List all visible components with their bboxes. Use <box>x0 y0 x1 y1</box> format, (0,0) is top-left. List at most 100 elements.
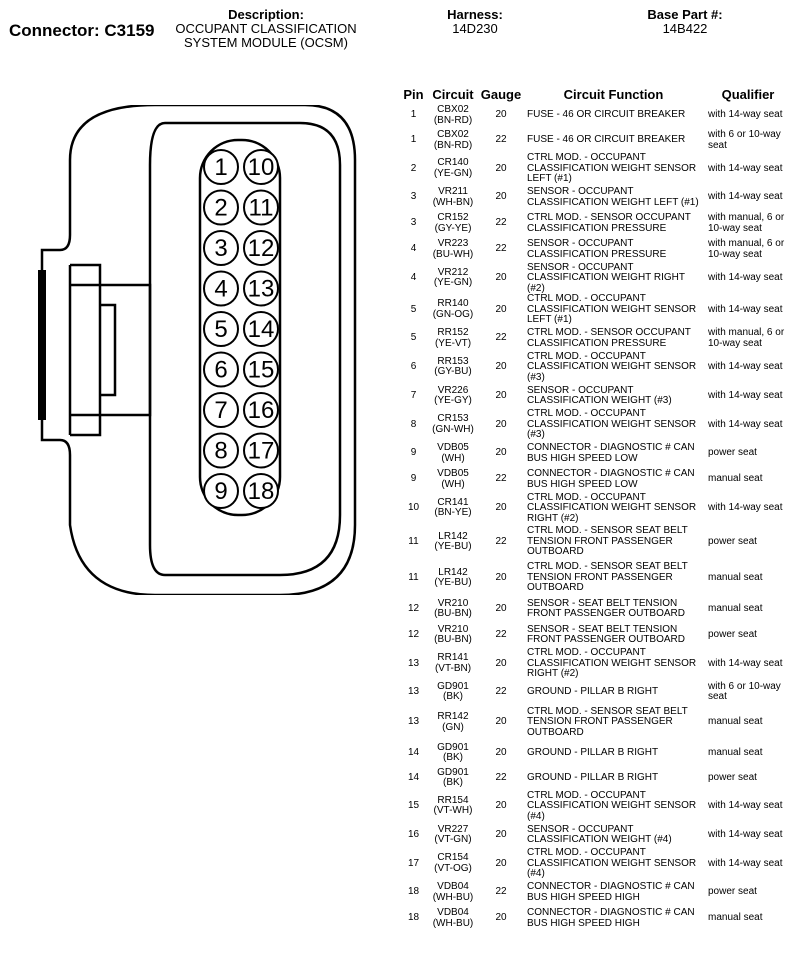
cell-qualifier: with 14-way seat <box>708 502 783 513</box>
cell-circuit: CR152 (GY-YE) <box>434 212 472 234</box>
pin-circle <box>203 392 239 428</box>
cell-pin: 4 <box>410 272 417 283</box>
harness-value: 14D230 <box>452 21 498 36</box>
cell-function: CTRL MOD. - SENSOR SEAT BELT TENSION FRO… <box>527 561 688 594</box>
cell-circuit: VDB04 (WH-BU) <box>432 881 474 903</box>
pin-number: 1 <box>214 154 227 181</box>
cell-pin: 9 <box>410 473 417 485</box>
cell-qualifier: with manual, 6 or 10-way seat <box>708 327 785 349</box>
pin-circle <box>243 189 279 226</box>
cell-function: CTRL MOD. - OCCUPANT CLASSIFICATION WEIG… <box>527 647 697 679</box>
pin-number: 6 <box>214 357 227 384</box>
cell-qualifier: with 14-way seat <box>708 272 783 283</box>
pin-number: 5 <box>214 316 227 343</box>
cell-circuit: VR227 (VT-GN) <box>434 823 472 845</box>
cell-function: CTRL MOD. - OCCUPANT CLASSIFICATION WEIG… <box>527 350 697 383</box>
cell-qualifier: with 14-way seat <box>708 303 783 315</box>
cell-pin: 12 <box>407 602 420 614</box>
cell-function: SENSOR - OCCUPANT CLASSIFICATION WEIGHT … <box>527 261 685 294</box>
cell-pin: 9 <box>410 447 417 459</box>
cell-pin: 12 <box>407 628 420 640</box>
cell-pin: 11 <box>408 535 419 547</box>
cell-function: GROUND - PILLAR B RIGHT <box>527 746 659 758</box>
cell-qualifier: with 14-way seat <box>708 800 783 811</box>
cell-gauge: 22 <box>495 134 507 146</box>
cell-function: SENSOR - OCCUPANT CLASSIFICATION WEIGHT … <box>527 384 672 406</box>
pin-number: 8 <box>214 438 227 465</box>
pin-circle <box>243 392 279 428</box>
cell-function: FUSE - 46 OR CIRCUIT BREAKER <box>527 134 686 146</box>
cell-pin: 13 <box>407 657 420 669</box>
cell-circuit: CBX02 (BN-RD) <box>433 104 473 126</box>
cell-qualifier: with 14-way seat <box>708 657 783 669</box>
cell-circuit: VDB04 (WH-BU) <box>432 907 474 929</box>
pin-number: 9 <box>214 478 227 505</box>
cell-pin: 4 <box>410 243 417 255</box>
cell-pin: 2 <box>410 162 417 174</box>
cell-pin: 5 <box>410 332 417 344</box>
cell-function: GROUND - PILLAR B RIGHT <box>527 685 659 697</box>
cell-qualifier: with 14-way seat <box>708 162 783 174</box>
table-row: 1 CBX02 (BN-RD) 22 FUSE - 46 OR CIRCUIT BRE… <box>400 128 792 153</box>
cell-pin: 3 <box>410 191 417 203</box>
cell-gauge: 20 <box>495 857 507 869</box>
cell-function: CTRL MOD. - SENSOR OCCUPANT CLASSIFICATI… <box>527 212 691 234</box>
col-gauge: Gauge <box>480 86 522 102</box>
cell-pin: 16 <box>407 828 420 840</box>
col-circuit: Circuit <box>432 86 474 102</box>
cell-gauge: 20 <box>495 502 507 513</box>
cell-gauge: 20 <box>495 272 507 283</box>
connector-title: Connector: C3159 <box>9 21 155 40</box>
cell-qualifier: power seat <box>708 447 757 459</box>
cell-gauge: 20 <box>495 800 507 811</box>
latch-tab <box>38 270 46 420</box>
cell-qualifier: manual seat <box>708 473 763 485</box>
cell-pin: 7 <box>410 389 417 401</box>
pin-circle <box>243 473 279 509</box>
cell-pin: 5 <box>410 303 417 315</box>
cell-circuit: VDB05 (WH) <box>437 442 469 464</box>
cell-gauge: 20 <box>495 828 507 840</box>
cell-pin: 11 <box>408 571 419 583</box>
cell-qualifier: power seat <box>708 886 757 898</box>
cell-circuit: GD901 (BK) <box>437 766 469 788</box>
cell-circuit: CR141 (BN-YE) <box>434 496 472 519</box>
pin-number: 7 <box>214 397 227 424</box>
pin-number: 15 <box>248 357 275 384</box>
cell-pin: 17 <box>407 857 420 869</box>
pin-number: 3 <box>214 235 227 262</box>
cell-pin: 6 <box>410 361 417 372</box>
cell-circuit: RR154 (VT-WH) <box>433 794 473 817</box>
pin-number: 13 <box>248 276 275 303</box>
housing-inner <box>148 121 342 577</box>
pin-number: 2 <box>214 195 227 222</box>
cell-gauge: 20 <box>495 191 507 203</box>
cell-circuit: VR211 (WH-BN) <box>432 186 474 208</box>
cell-gauge: 22 <box>495 628 507 640</box>
pin-circle <box>203 149 239 185</box>
pin-number: 16 <box>248 397 275 424</box>
col-function: Circuit Function <box>563 86 664 102</box>
cell-circuit: CR154 (VT-OG) <box>434 852 472 874</box>
cell-circuit: RR153 (GY-BU) <box>434 355 472 378</box>
pin-number: 11 <box>249 195 274 222</box>
cell-pin: 3 <box>410 217 417 229</box>
cell-pin: 14 <box>407 746 420 758</box>
pin-circle <box>243 270 279 307</box>
cell-qualifier: with 14-way seat <box>708 857 783 869</box>
cell-gauge: 22 <box>495 685 507 697</box>
cell-circuit: CBX02 (BN-RD) <box>433 129 473 151</box>
cell-pin: 1 <box>410 134 417 146</box>
